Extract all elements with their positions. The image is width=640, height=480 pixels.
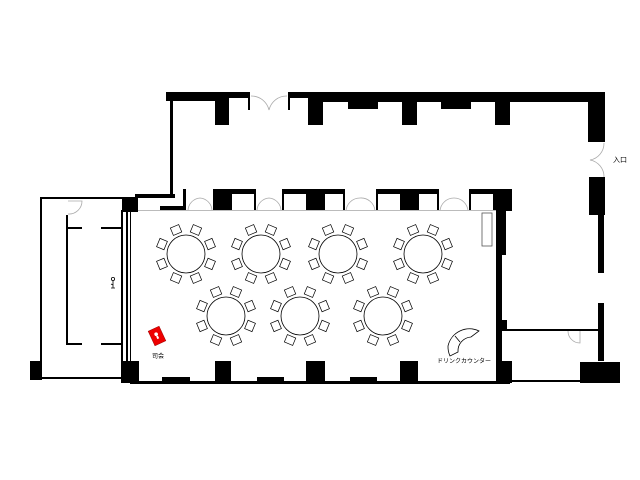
chair [303,334,317,346]
table-top [363,296,403,336]
chair [356,237,368,251]
tables [156,224,453,346]
chair [393,237,405,251]
person-icon [110,276,116,289]
door-arcs [67,95,605,344]
chair [426,224,440,236]
chair [209,334,223,346]
chair [386,286,400,298]
chair [308,257,320,271]
chair [169,272,183,284]
chair [244,319,256,333]
chair [406,224,420,236]
chair [318,319,330,333]
chair [204,237,216,251]
chair [244,224,258,236]
chair [279,257,291,271]
round-table [156,224,216,284]
chair [264,224,278,236]
chair [156,257,168,271]
chair [196,299,208,313]
chair [189,224,203,236]
chair [283,334,297,346]
chair [321,272,335,284]
chair [356,257,368,271]
round-table [231,224,291,284]
round-table [353,286,413,346]
table-top [241,234,281,274]
round-table [270,286,330,346]
chair [189,272,203,284]
chair [231,237,243,251]
walls [30,92,620,384]
table-top [403,234,443,274]
chair [229,334,243,346]
table-top [318,234,358,274]
chair [401,299,413,313]
chair [426,272,440,284]
chair [406,272,420,284]
entrance-label: 入口 [613,156,627,164]
table-top [206,296,246,336]
chair [209,286,223,298]
chair [341,272,355,284]
chair [279,237,291,251]
chair [303,286,317,298]
mc-label: 司会 [152,353,165,360]
chair [318,299,330,313]
round-table [308,224,368,284]
chair [441,237,453,251]
round-table [393,224,453,284]
chair [353,319,365,333]
chair [204,257,216,271]
chair [366,334,380,346]
chair [244,299,256,313]
drink-counter [447,328,480,357]
chair [353,299,365,313]
round-table [196,286,256,346]
drink-counter-label: ドリンクカウンター [437,358,492,365]
chair [401,319,413,333]
chair [341,224,355,236]
chair [229,286,243,298]
chair [393,257,405,271]
chair [156,237,168,251]
chair [321,224,335,236]
chair [366,286,380,298]
chair [264,272,278,284]
table-top [166,234,206,274]
chair [386,334,400,346]
chair [441,257,453,271]
mc-podium [147,325,167,347]
chair [169,224,183,236]
chair [308,237,320,251]
chair [196,319,208,333]
chair [244,272,258,284]
table-top [280,296,320,336]
chair [283,286,297,298]
chair [270,319,282,333]
side-counter [481,212,493,247]
chair [270,299,282,313]
chair [231,257,243,271]
